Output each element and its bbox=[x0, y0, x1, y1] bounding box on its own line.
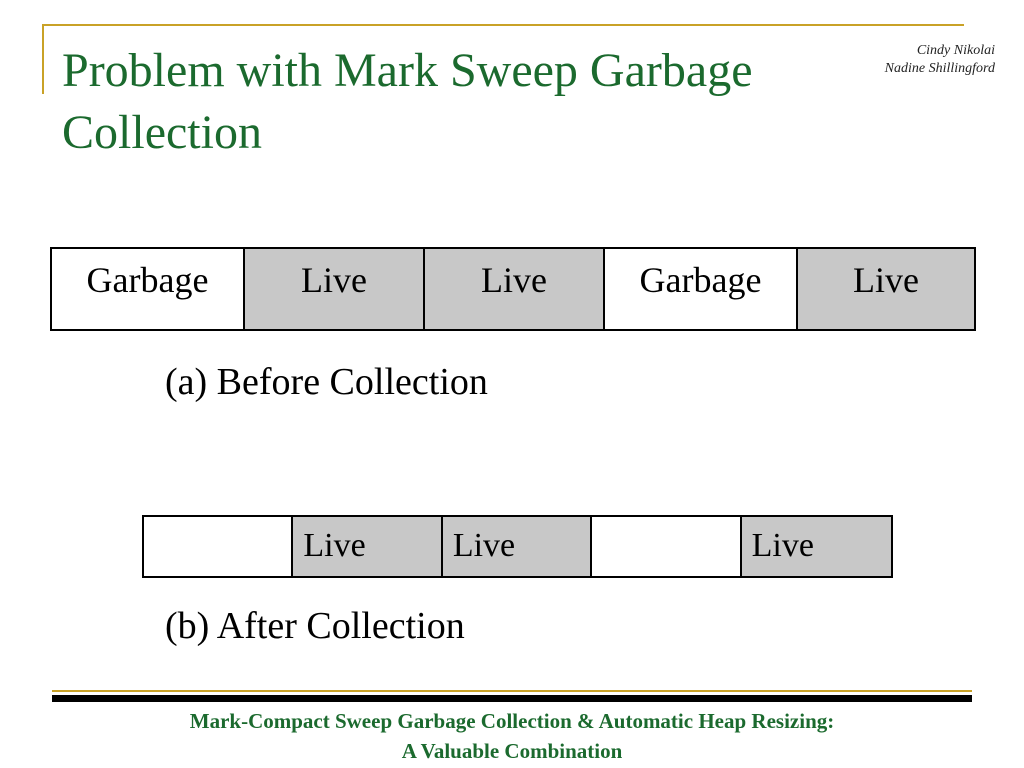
footer-line: A Valuable Combination bbox=[401, 739, 623, 763]
caption-before: (a) Before Collection bbox=[165, 361, 488, 403]
memory-cell bbox=[592, 517, 742, 576]
authors-block: Cindy Nikolai Nadine Shillingford bbox=[885, 42, 995, 78]
slide-title: Problem with Mark Sweep Garbage Collecti… bbox=[62, 44, 753, 159]
footer-accent-rule bbox=[52, 690, 972, 692]
memory-cell: Live bbox=[741, 517, 892, 576]
memory-cell: Live bbox=[425, 249, 605, 329]
caption-after: (b) After Collection bbox=[165, 605, 465, 647]
left-accent-rule bbox=[42, 24, 44, 94]
footer-bar bbox=[52, 695, 972, 702]
memory-cell: Live bbox=[798, 249, 974, 329]
author-name: Nadine Shillingford bbox=[884, 61, 995, 76]
memory-cell: Live bbox=[245, 249, 425, 329]
top-accent-rule bbox=[42, 24, 964, 26]
author-name: Cindy Nikolai bbox=[916, 43, 995, 58]
memory-row-after: Live Live Live bbox=[142, 515, 893, 578]
footer-line: Mark-Compact Sweep Garbage Collection & … bbox=[189, 709, 835, 733]
memory-cell: Live bbox=[293, 517, 443, 576]
footer-text: Mark-Compact Sweep Garbage Collection & … bbox=[0, 706, 1024, 766]
memory-cell: Garbage bbox=[52, 249, 245, 329]
memory-cell: Garbage bbox=[605, 249, 798, 329]
memory-row-before: Garbage Live Live Garbage Live bbox=[50, 247, 976, 331]
memory-cell: Live bbox=[442, 517, 593, 576]
memory-cell bbox=[144, 517, 294, 576]
